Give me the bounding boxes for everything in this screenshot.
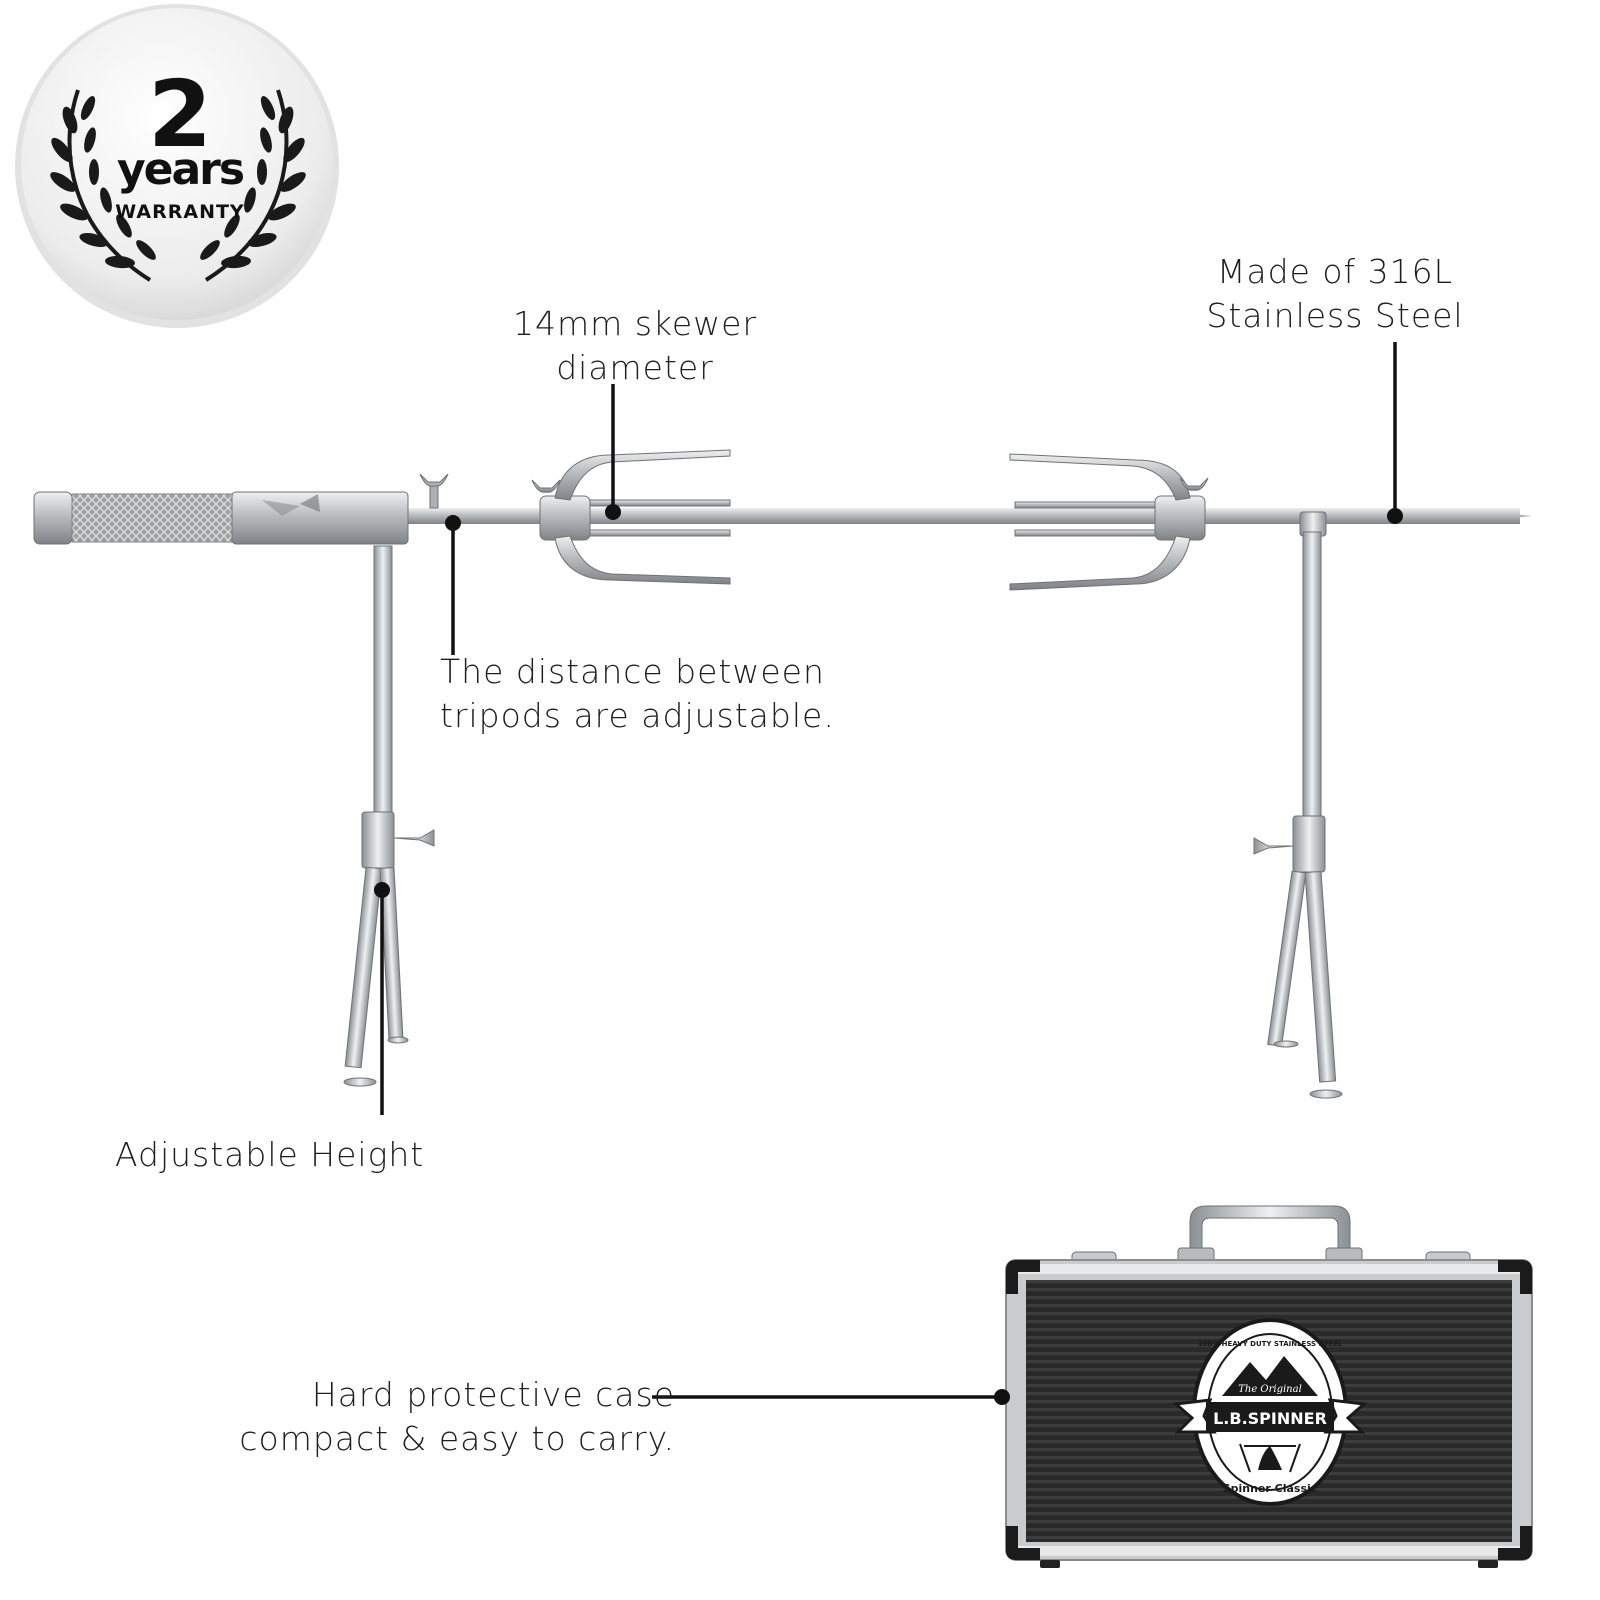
skewer-tip (1455, 508, 1532, 524)
callout-distance-line2: tripods are adjustable. (440, 696, 835, 735)
carry-case: 100% HEAVY DUTY STAINLESS STEEL The Orig… (1005, 1205, 1533, 1568)
tripod-left (343, 545, 435, 1087)
callout-material: Made of 316L Stainless Steel (1205, 250, 1465, 338)
rotisserie-spit (33, 449, 1532, 1099)
callout-distance-line1: The distance between (440, 652, 825, 691)
warranty-badge: 2 years WARRANTY (15, 4, 339, 328)
leader-case (652, 1389, 1010, 1405)
laurel-left-icon (50, 89, 156, 282)
case-logo: 100% HEAVY DUTY STAINLESS STEEL The Orig… (1172, 1318, 1368, 1506)
callout-material-line1: Made of 316L (1216, 252, 1454, 291)
logo-model: Spinner Classic (1223, 1482, 1318, 1495)
callout-skewer-line2: diameter (556, 348, 714, 387)
callout-skewer-line1: 14mm skewer (512, 304, 758, 343)
leader-skewer (605, 384, 621, 520)
callout-skewer-diameter: 14mm skewer diameter (510, 302, 760, 390)
fork-left (531, 449, 731, 585)
logo-brand: L.B.SPINNER (1213, 1409, 1327, 1428)
logo-arc-text: 100% HEAVY DUTY STAINLESS STEEL (1198, 1340, 1343, 1348)
warranty-years-number: 2 (148, 61, 212, 168)
callout-tripod-distance: The distance between tripods are adjusta… (440, 650, 835, 738)
leader-height (374, 882, 390, 1115)
skewer-rod (400, 508, 1520, 524)
logo-small-text: The Original (1238, 1384, 1302, 1395)
leader-material (1387, 342, 1403, 524)
leader-distance (445, 515, 461, 655)
wing-nut-rod (419, 473, 449, 509)
callout-leaders (374, 342, 1403, 1405)
fork-right (1009, 453, 1209, 591)
callout-case-line1: Hard protective case (311, 1375, 675, 1414)
tripod-right (1253, 511, 1343, 1099)
callout-material-line2: Stainless Steel (1206, 296, 1464, 335)
laurel-right-icon (200, 89, 306, 282)
callout-height-line1: Adjustable Height (115, 1135, 425, 1174)
callout-case-line2: compact & easy to carry. (239, 1419, 675, 1458)
spit-handle (33, 491, 409, 545)
callout-adjustable-height: Adjustable Height (115, 1133, 424, 1177)
warranty-label: WARRANTY (115, 201, 244, 223)
callout-carry-case: Hard protective case compact & easy to c… (215, 1373, 675, 1461)
warranty-years-unit: years (117, 144, 244, 195)
